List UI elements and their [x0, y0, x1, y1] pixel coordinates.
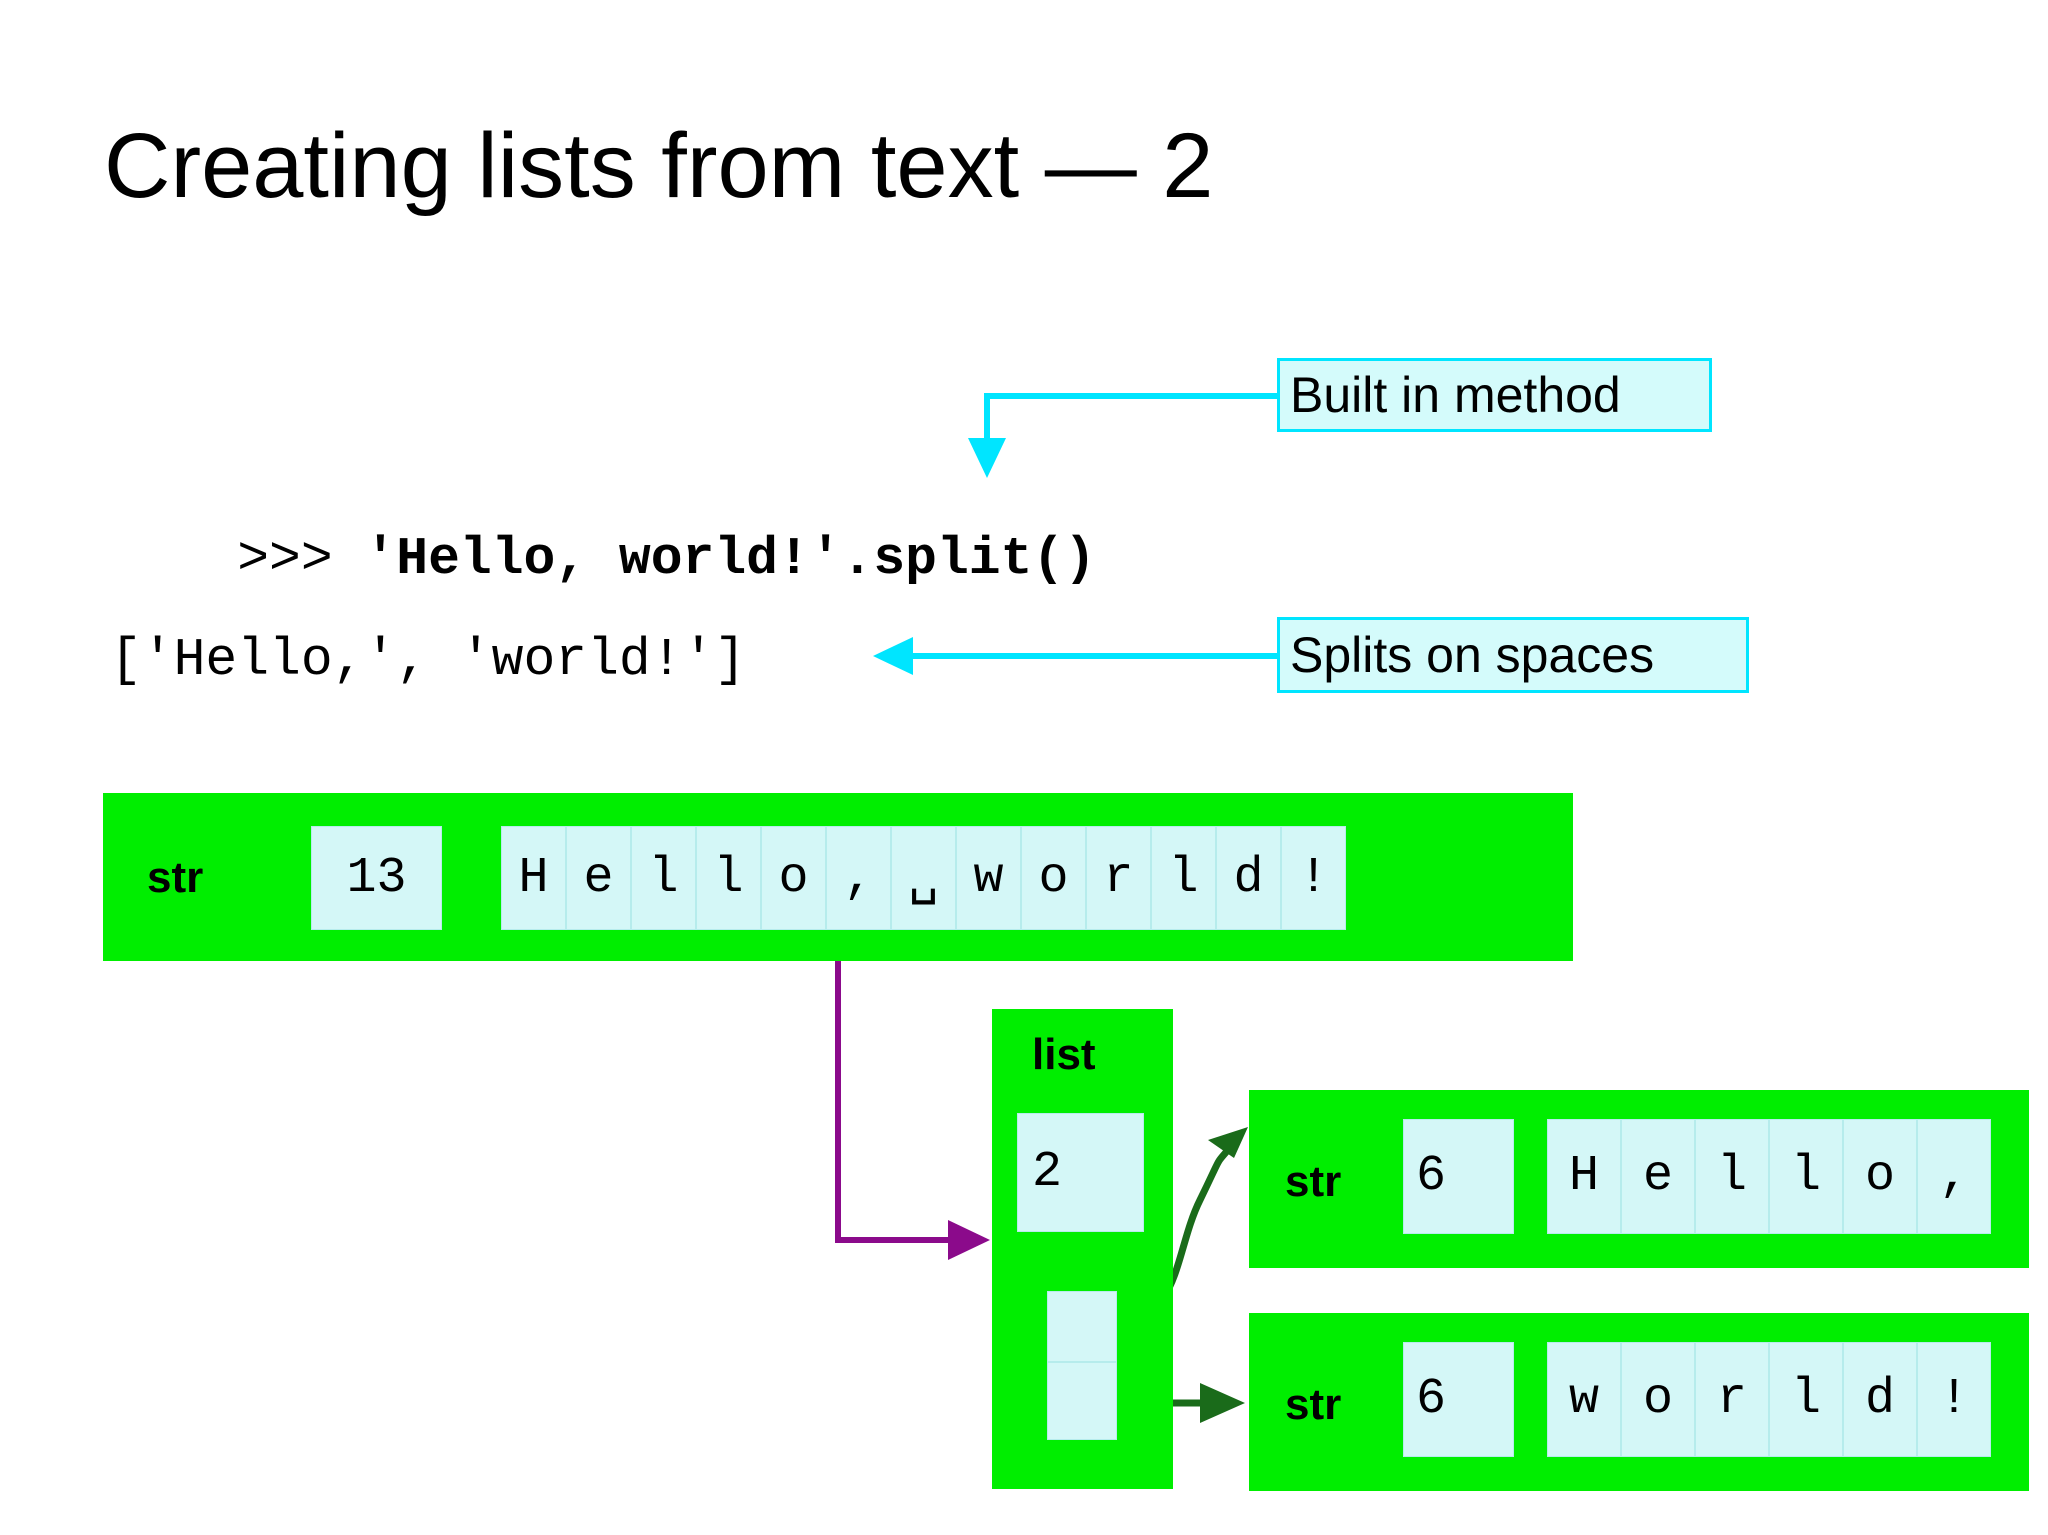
- char-cell: w: [956, 826, 1021, 930]
- char-cell: ,: [1917, 1119, 1991, 1234]
- char-cell: d: [1843, 1342, 1917, 1457]
- char-cell: o: [1021, 826, 1086, 930]
- repl-expression: 'Hello, world!'.split(): [364, 529, 1096, 589]
- repl-prompt-symbol: >>>: [237, 529, 365, 589]
- object-str-world: str 6 w o r l d !: [1249, 1313, 2029, 1491]
- callout-splits-on-spaces: Splits on spaces: [1277, 617, 1749, 693]
- char-cell: ,: [826, 826, 891, 930]
- char-cell: l: [1769, 1342, 1843, 1457]
- char-strip: H e l l o , ␣ w o r l d !: [501, 826, 1346, 930]
- char-cell: d: [1216, 826, 1281, 930]
- ref-arrow-str-to-list: [835, 961, 990, 1260]
- char-cell: o: [1843, 1119, 1917, 1234]
- callout-built-in-method-label: Built in method: [1290, 367, 1621, 423]
- char-cell: e: [566, 826, 631, 930]
- char-cell: ␣: [891, 826, 956, 930]
- char-cell: l: [1695, 1119, 1769, 1234]
- char-cell: r: [1086, 826, 1151, 930]
- repl-prompt-line: >>> 'Hello, world!'.split(): [110, 480, 1096, 639]
- length-cell: 6: [1403, 1342, 1514, 1457]
- page-title: Creating lists from text — 2: [104, 115, 1214, 217]
- char-cell: l: [631, 826, 696, 930]
- char-cell: w: [1547, 1342, 1621, 1457]
- object-type-label: str: [147, 853, 204, 902]
- char-strip: w o r l d !: [1547, 1342, 1991, 1457]
- char-cell: l: [1151, 826, 1216, 930]
- repl-result-line: ['Hello,', 'world!']: [110, 630, 747, 690]
- callout-built-in-method: Built in method: [1277, 358, 1712, 432]
- list-slot-1: [1047, 1362, 1117, 1440]
- callout-arrow-splits-on-spaces: [873, 637, 1277, 675]
- object-str-main: str 13 H e l l o , ␣ w o r l d !: [103, 793, 1573, 961]
- object-type-label: list: [1032, 1030, 1096, 1079]
- list-slot-0: [1047, 1291, 1117, 1362]
- length-cell: 2: [1017, 1113, 1144, 1232]
- char-cell: H: [1547, 1119, 1621, 1234]
- char-cell: !: [1917, 1342, 1991, 1457]
- object-list: list 2: [992, 1009, 1173, 1489]
- length-cell: 13: [311, 826, 442, 930]
- char-cell: e: [1621, 1119, 1695, 1234]
- callout-splits-on-spaces-label: Splits on spaces: [1290, 627, 1655, 683]
- object-str-hello: str 6 H e l l o ,: [1249, 1090, 2029, 1268]
- length-cell: 6: [1403, 1119, 1514, 1234]
- char-cell: o: [1621, 1342, 1695, 1457]
- char-cell: !: [1281, 826, 1346, 930]
- char-cell: l: [696, 826, 761, 930]
- char-cell: r: [1695, 1342, 1769, 1457]
- object-type-label: str: [1285, 1380, 1342, 1429]
- char-cell: H: [501, 826, 566, 930]
- object-type-label: str: [1285, 1157, 1342, 1206]
- char-strip: H e l l o ,: [1547, 1119, 1991, 1234]
- callout-arrow-built-in-method: [968, 393, 1277, 478]
- char-cell: l: [1769, 1119, 1843, 1234]
- char-cell: o: [761, 826, 826, 930]
